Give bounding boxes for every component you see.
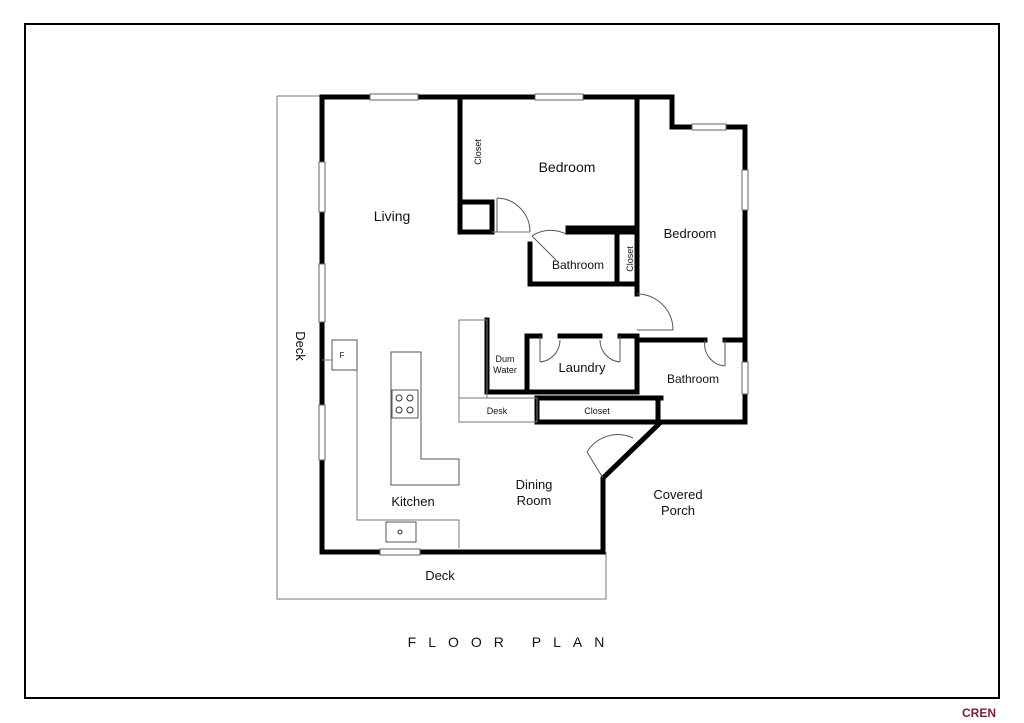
sink-icon — [385, 521, 417, 543]
label-closet-1: Closet — [473, 139, 483, 165]
label-bathroom-1: Bathroom — [552, 258, 604, 272]
label-living: Living — [374, 208, 411, 224]
floor-plan-caption: FLOOR PLAN — [408, 634, 617, 650]
label-closet-2: Closet — [625, 246, 635, 272]
label-dum-water-line-1: Dum — [495, 354, 514, 364]
label-dining-line-1: Dining — [516, 477, 553, 492]
label-bedroom-1: Bedroom — [539, 159, 596, 175]
label-closet-3: Closet — [584, 406, 610, 416]
windows — [318, 93, 749, 556]
label-dining-line-2: Room — [517, 493, 552, 508]
label-bathroom-2: Bathroom — [667, 372, 719, 386]
doors — [496, 197, 726, 479]
fridge-icon — [331, 339, 358, 371]
label-desk: Desk — [487, 406, 508, 416]
label-bedroom-2: Bedroom — [664, 226, 717, 241]
label-fridge: F — [340, 351, 345, 360]
cren-logo: CREN — [962, 705, 996, 721]
label-deck-left: Deck — [293, 331, 308, 361]
deck-outline — [276, 96, 607, 600]
cren-logo-text: CREN — [961, 706, 996, 720]
label-porch-line-1: Covered — [653, 487, 702, 502]
label-dum-water-line-2: Water — [493, 365, 517, 375]
label-deck-bottom: Deck — [425, 568, 455, 583]
interior-walls — [457, 94, 748, 425]
label-kitchen: Kitchen — [391, 494, 434, 509]
kitchen-island — [390, 351, 460, 486]
label-laundry: Laundry — [559, 360, 606, 375]
stove-icon — [391, 389, 419, 419]
page-frame — [24, 23, 1000, 699]
label-porch-line-2: Porch — [661, 503, 695, 518]
